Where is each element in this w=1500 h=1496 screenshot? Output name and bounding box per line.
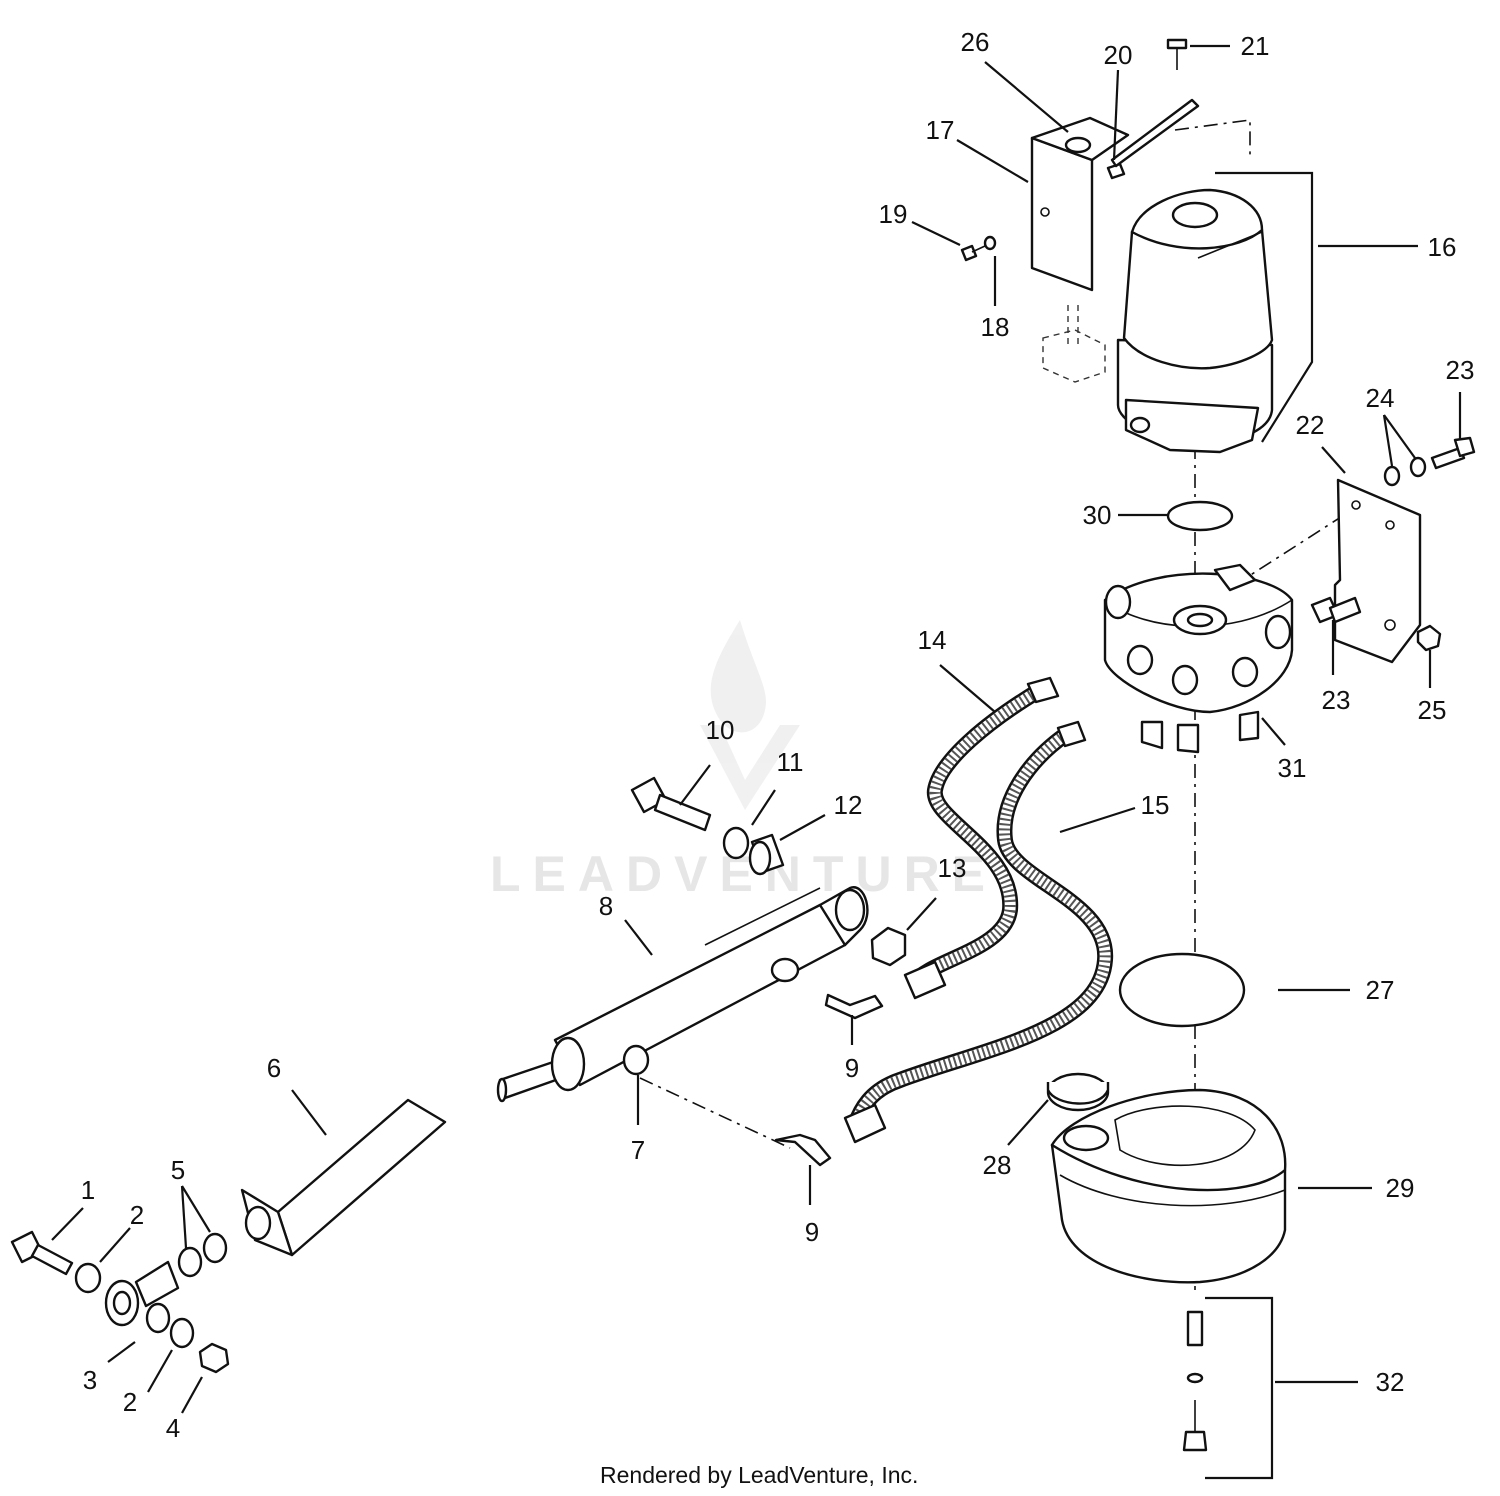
nut-25 xyxy=(1416,624,1442,652)
fitting-9-upper xyxy=(824,993,884,1020)
callout-2-upper: 2 xyxy=(129,1200,145,1230)
callout-2-lower: 2 xyxy=(122,1387,138,1417)
hose-14 xyxy=(903,676,1060,1000)
bracket-17 xyxy=(1030,116,1130,292)
callout-13: 13 xyxy=(937,853,967,883)
callout-23-lower: 23 xyxy=(1321,685,1351,715)
cylinder-8 xyxy=(496,886,869,1103)
callout-3: 3 xyxy=(82,1365,98,1395)
callout-15: 15 xyxy=(1140,790,1170,820)
callout-30: 30 xyxy=(1082,500,1112,530)
washer-2-upper xyxy=(74,1262,102,1294)
callout-29: 29 xyxy=(1385,1173,1415,1203)
reservoir-29 xyxy=(1050,1088,1287,1284)
fitting-9-lower xyxy=(774,1133,832,1167)
screw-19 xyxy=(960,235,997,262)
callout-24: 24 xyxy=(1365,383,1395,413)
callout-26: 26 xyxy=(960,27,990,57)
motor-16 xyxy=(1116,188,1274,454)
axis-guide-9b xyxy=(639,1077,791,1149)
washer-24b xyxy=(1409,456,1427,478)
callout-20: 20 xyxy=(1103,40,1133,70)
bolt-1 xyxy=(10,1230,74,1276)
hose-15 xyxy=(843,720,1114,1144)
callout-11: 11 xyxy=(776,747,804,777)
bracket-plate-22 xyxy=(1333,478,1422,664)
callout-27: 27 xyxy=(1365,975,1395,1005)
bushing-12 xyxy=(748,833,785,876)
o-ring-30 xyxy=(1166,500,1234,532)
kit-32 xyxy=(1182,1296,1274,1480)
bolt-10 xyxy=(630,776,712,832)
leader-lines xyxy=(51,44,1462,1414)
callout-32: 32 xyxy=(1375,1367,1405,1397)
callout-4: 4 xyxy=(165,1413,181,1443)
axis-guide-22 xyxy=(1234,507,1356,586)
nut-5a xyxy=(177,1246,203,1278)
footer-credit: Rendered by LeadVenture, Inc. xyxy=(600,1462,919,1488)
washer-2-lower-b xyxy=(169,1317,195,1349)
callout-14: 14 xyxy=(917,625,947,655)
hidden-block xyxy=(1042,305,1106,383)
callout-28: 28 xyxy=(982,1150,1012,1180)
callout-16: 16 xyxy=(1427,232,1457,262)
callout-21: 21 xyxy=(1240,31,1270,61)
washer-24a xyxy=(1383,465,1401,487)
callout-9-lower: 9 xyxy=(804,1217,820,1247)
strap-21 xyxy=(1110,38,1200,168)
callout-23-upper: 23 xyxy=(1445,355,1475,385)
axis-guide-21 xyxy=(1174,119,1251,160)
arm-6 xyxy=(240,1098,447,1257)
callout-9-upper: 9 xyxy=(844,1053,860,1083)
callout-10: 10 xyxy=(705,715,735,745)
washer-2-lower-a xyxy=(145,1302,171,1334)
callout-7: 7 xyxy=(630,1135,646,1165)
bolt-23-upper xyxy=(1430,436,1476,470)
nut-4 xyxy=(198,1342,230,1374)
pump-block-31 xyxy=(1103,563,1294,754)
bolt-23-lower xyxy=(1310,596,1362,624)
callout-31: 31 xyxy=(1277,753,1307,783)
o-ring-27 xyxy=(1118,952,1246,1028)
watermark-logo xyxy=(700,620,800,810)
callout-25: 25 xyxy=(1417,695,1447,725)
callout-1: 1 xyxy=(80,1175,96,1205)
rod-end-3 xyxy=(104,1260,180,1327)
nut-13 xyxy=(870,926,907,967)
callout-5: 5 xyxy=(170,1155,186,1185)
callout-6: 6 xyxy=(266,1053,282,1083)
callout-17: 17 xyxy=(925,115,955,145)
callout-19: 19 xyxy=(878,199,908,229)
washer-11 xyxy=(722,826,750,860)
nut-5b xyxy=(202,1232,228,1264)
cap-28 xyxy=(1046,1072,1110,1112)
callout-8: 8 xyxy=(598,891,614,921)
callout-18: 18 xyxy=(980,312,1010,342)
callout-22: 22 xyxy=(1295,410,1325,440)
callout-12: 12 xyxy=(833,790,863,820)
